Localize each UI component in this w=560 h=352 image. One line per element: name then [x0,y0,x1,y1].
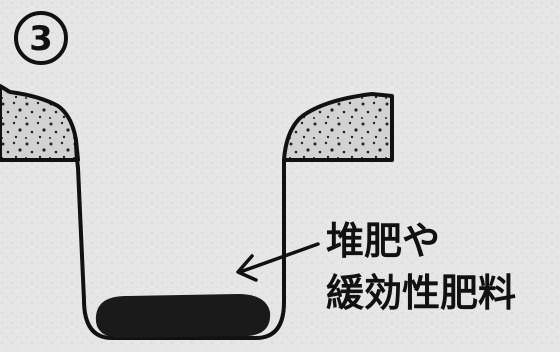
label-line-1: 堆肥や [326,219,440,263]
label-line-2: 緩効性肥料 [326,271,516,315]
step-number: 3 [29,19,53,59]
planting-hole-outline [74,138,286,340]
step-circle [14,11,68,65]
pointer-arrow [236,242,320,282]
right-soil-mound [282,92,394,162]
fertilizer-lump [95,294,271,338]
step-number-badge: 3 [14,11,68,65]
